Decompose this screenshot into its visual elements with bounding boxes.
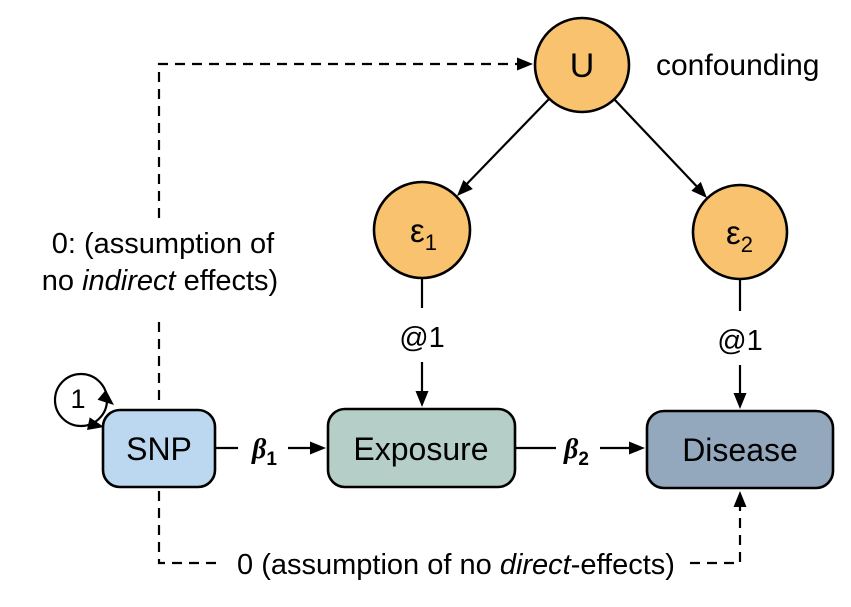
snp-variance-label: 1 <box>70 384 85 414</box>
node-exposure-label: Exposure <box>353 431 488 467</box>
beta2-base: β <box>563 434 579 465</box>
arrowhead-dashed-to-u <box>517 57 533 71</box>
dashed-snp-to-disease-right <box>690 502 742 565</box>
direct-post: -effects) <box>571 549 675 581</box>
direct-pre: 0 (assumption of no <box>237 549 500 581</box>
beta1-sub: 1 <box>266 449 277 470</box>
edges-dashed <box>157 57 747 565</box>
at1-exposure-label: @1 <box>399 322 445 354</box>
eps1-base: ε <box>410 212 425 249</box>
node-exposure-box <box>326 407 517 489</box>
arrowhead-u-to-eps1 <box>457 179 473 196</box>
dashed-snp-to-disease-left <box>157 491 217 565</box>
indirect-post: effects) <box>176 265 279 297</box>
arrowhead-loop-left <box>86 417 104 431</box>
node-u-circle <box>533 16 631 114</box>
confounding-label: confounding <box>656 49 819 82</box>
edge-u-to-eps1 <box>459 98 550 192</box>
edges-solid <box>53 98 747 455</box>
node-eps2-circle <box>691 183 789 281</box>
dashed-snp-to-u-upper <box>157 62 517 218</box>
direct-italic: direct <box>500 549 573 581</box>
beta2-sub: 2 <box>578 449 589 470</box>
arrowhead-beta2-to-disease <box>629 441 645 455</box>
eps1-sub: 1 <box>425 230 437 255</box>
edge-u-to-eps2 <box>613 98 704 194</box>
arrowhead-u-to-eps2 <box>691 181 707 198</box>
arrowhead-dashed-to-disease <box>733 491 747 507</box>
node-eps1-circle <box>372 180 472 280</box>
indirect-assumption-line1: 0: (assumption of <box>52 228 275 260</box>
beta2-label: β2 <box>563 434 589 470</box>
at1-disease-label: @1 <box>717 325 763 357</box>
node-u-label: U <box>570 47 595 85</box>
node-eps1-label: ε1 <box>410 212 437 255</box>
eps2-sub: 2 <box>741 232 753 257</box>
indirect-pre: no <box>42 265 82 297</box>
node-disease-label: Disease <box>682 432 798 468</box>
arrowhead-loop-top <box>97 389 114 405</box>
labels: confounding @1 @1 β1 β2 1 0: (assumption… <box>42 49 820 581</box>
node-disease-box <box>645 409 835 490</box>
indirect-italic: indirect <box>82 265 177 297</box>
arrowhead-at1-to-disease <box>733 393 747 409</box>
node-eps2-label: ε2 <box>726 214 753 257</box>
arrowhead-beta1-to-exposure <box>310 441 326 455</box>
indirect-assumption-line2: no indirect effects) <box>42 265 278 297</box>
nodes: U ε1 ε2 SNP Exposure Disease <box>86 16 835 490</box>
beta1-label: β1 <box>251 434 277 470</box>
arrowhead-at1-to-exposure <box>415 391 429 407</box>
eps2-base: ε <box>726 214 741 251</box>
direct-assumption-label: 0 (assumption of no direct-effects) <box>237 549 675 581</box>
node-snp-label: SNP <box>126 431 192 467</box>
node-snp-box <box>101 408 217 489</box>
beta1-base: β <box>251 434 267 465</box>
